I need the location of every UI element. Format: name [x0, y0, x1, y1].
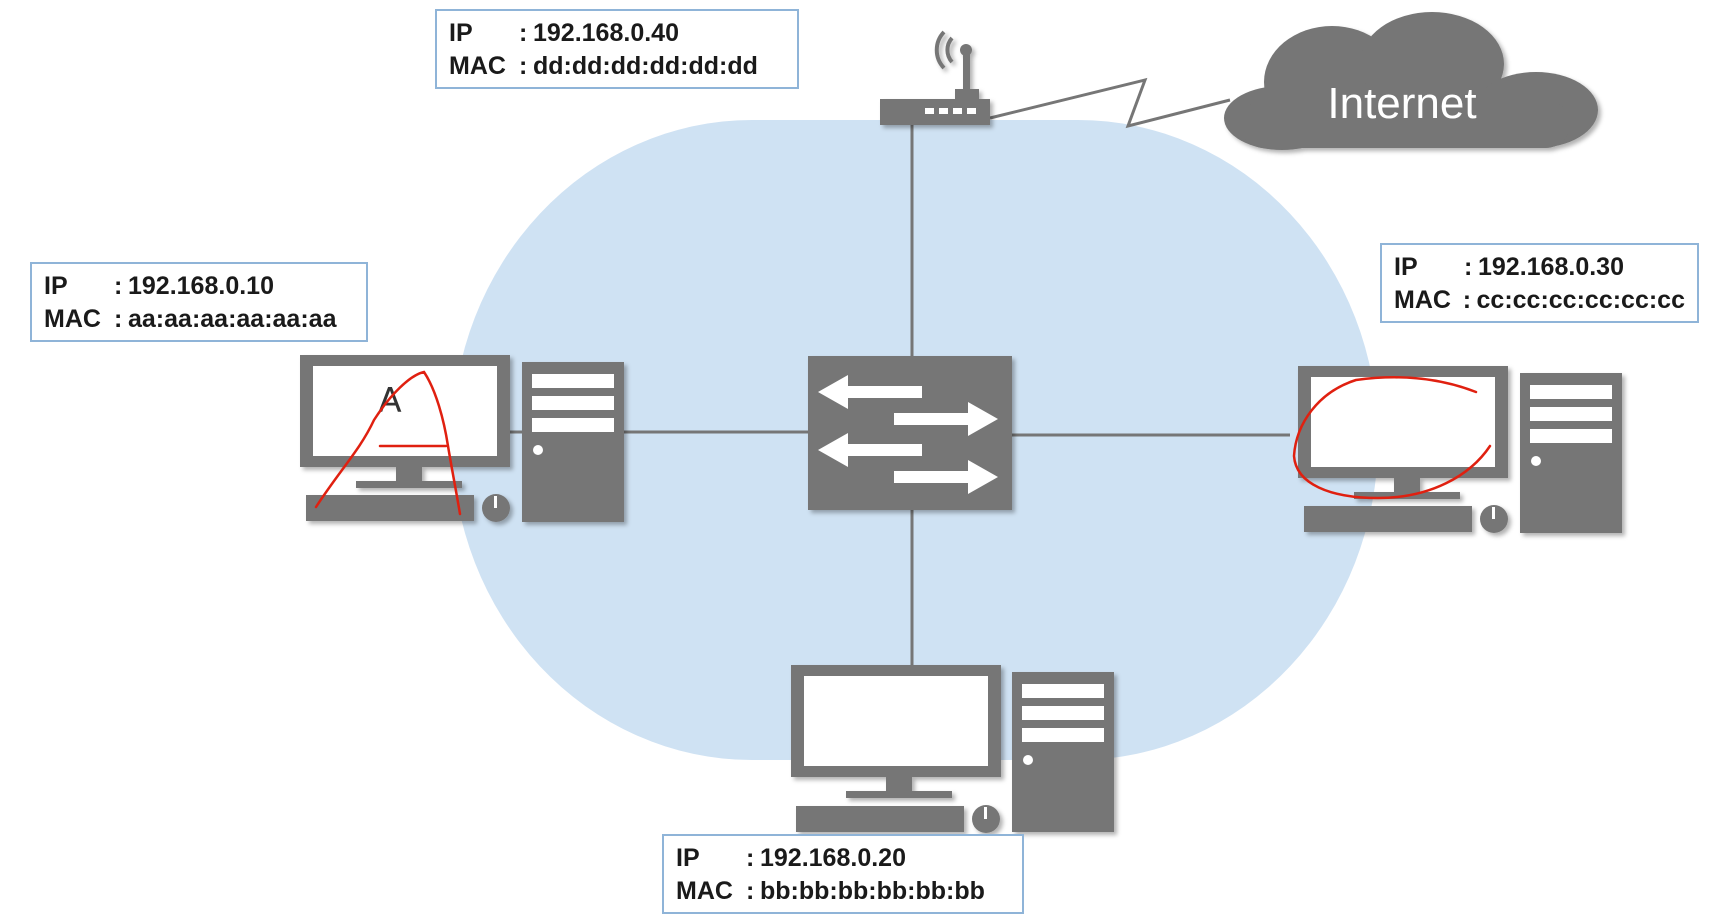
network-links [510, 77, 1290, 665]
mac-label: MAC [44, 305, 101, 333]
separator: : [114, 272, 123, 300]
pc-a-ip-row: IP:192.168.0.10 [44, 270, 354, 303]
pc-c-mac-row: MAC:cc:cc:cc:cc:cc:cc [1394, 284, 1685, 317]
pc-b-ip-row: IP:192.168.0.20 [676, 842, 1010, 875]
separator: : [114, 305, 123, 333]
router-mac-row: MAC:dd:dd:dd:dd:dd:dd [449, 50, 785, 83]
screen-letter-a: A [378, 381, 401, 421]
router-ip-row: IP:192.168.0.40 [449, 17, 785, 50]
router-mac-value: dd:dd:dd:dd:dd:dd [533, 52, 758, 80]
pc-c-info-box: IP:192.168.0.30 MAC:cc:cc:cc:cc:cc:cc [1380, 243, 1699, 323]
computer-a [300, 355, 624, 522]
pc-c-ip-value: 192.168.0.30 [1478, 253, 1624, 281]
pc-c-ip-row: IP:192.168.0.30 [1394, 251, 1685, 284]
pc-b-ip-value: 192.168.0.20 [760, 844, 906, 872]
handwritten-scribble-annotation [1292, 376, 1492, 500]
link-router-internet [989, 77, 1231, 129]
pc-a-mac-value: aa:aa:aa:aa:aa:aa [128, 305, 337, 333]
separator: : [1462, 286, 1472, 314]
pc-a-ip-value: 192.168.0.10 [128, 272, 274, 300]
router-ip-value: 192.168.0.40 [533, 19, 679, 47]
separator: : [519, 52, 528, 80]
pc-b-info-box: IP:192.168.0.20 MAC:bb:bb:bb:bb:bb:bb [662, 834, 1024, 914]
computer-c [1298, 366, 1622, 533]
router-info-box: IP:192.168.0.40 MAC:dd:dd:dd:dd:dd:dd [435, 9, 799, 89]
pc-a-mac-row: MAC:aa:aa:aa:aa:aa:aa [44, 303, 354, 336]
separator: : [746, 877, 755, 905]
mac-label: MAC [1394, 286, 1451, 314]
router-icon [880, 30, 990, 125]
mac-label: MAC [676, 877, 733, 905]
ip-label: IP [1394, 253, 1418, 281]
switch-icon [808, 356, 1012, 510]
internet-cloud [1224, 12, 1598, 150]
handwritten-a-annotation [314, 370, 462, 516]
ip-label: IP [44, 272, 68, 300]
mac-label: MAC [449, 52, 506, 80]
ip-label: IP [449, 19, 473, 47]
separator: : [1464, 253, 1473, 281]
pc-c-mac-value: cc:cc:cc:cc:cc:cc [1476, 286, 1685, 314]
pc-b-mac-value: bb:bb:bb:bb:bb:bb [760, 877, 985, 905]
ip-label: IP [676, 844, 700, 872]
separator: : [746, 844, 755, 872]
pc-a-info-box: IP:192.168.0.10 MAC:aa:aa:aa:aa:aa:aa [30, 262, 368, 342]
separator: : [519, 19, 528, 47]
internet-label: Internet [1327, 79, 1476, 128]
computer-b [791, 665, 1114, 833]
pc-b-mac-row: MAC:bb:bb:bb:bb:bb:bb [676, 875, 1010, 908]
